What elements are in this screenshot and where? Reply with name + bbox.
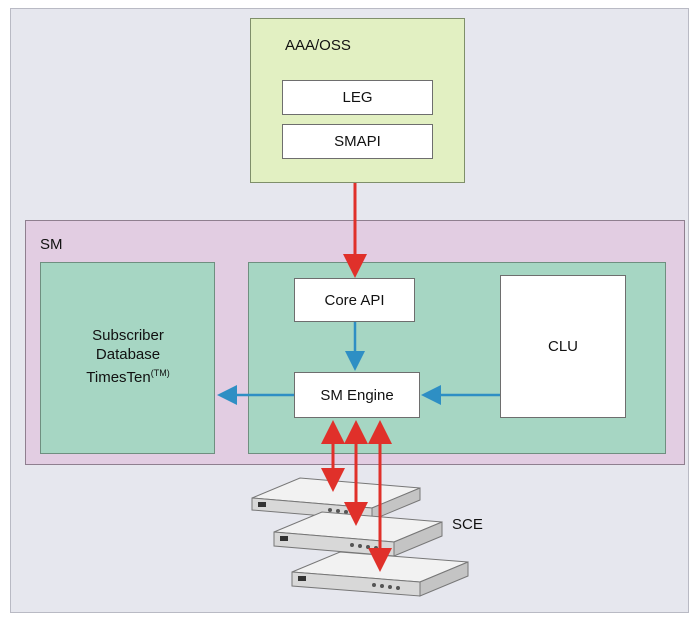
leg-box: LEG [282,80,433,115]
clu-box: CLU [500,275,626,418]
subscriber-db-line1: Subscriber [92,327,164,344]
subscriber-db-line2: Database [95,346,161,363]
sce-device-2 [273,511,443,557]
sce-label: SCE [452,516,483,533]
sm-engine-box: SM Engine [294,372,420,418]
trademark-mark: (TM) [150,368,170,378]
subscriber-database-box [40,262,215,454]
sm-label: SM [40,236,63,253]
subscriber-database-label: Subscriber Database TimesTen(TM) [48,326,208,387]
smapi-box: SMAPI [282,124,433,159]
subscriber-db-line3-wrap: TimesTen(TM) [48,364,208,387]
aaa-oss-label: AAA/OSS [285,37,351,54]
core-api-box: Core API [294,278,415,322]
subscriber-db-line3: TimesTen [86,369,151,386]
